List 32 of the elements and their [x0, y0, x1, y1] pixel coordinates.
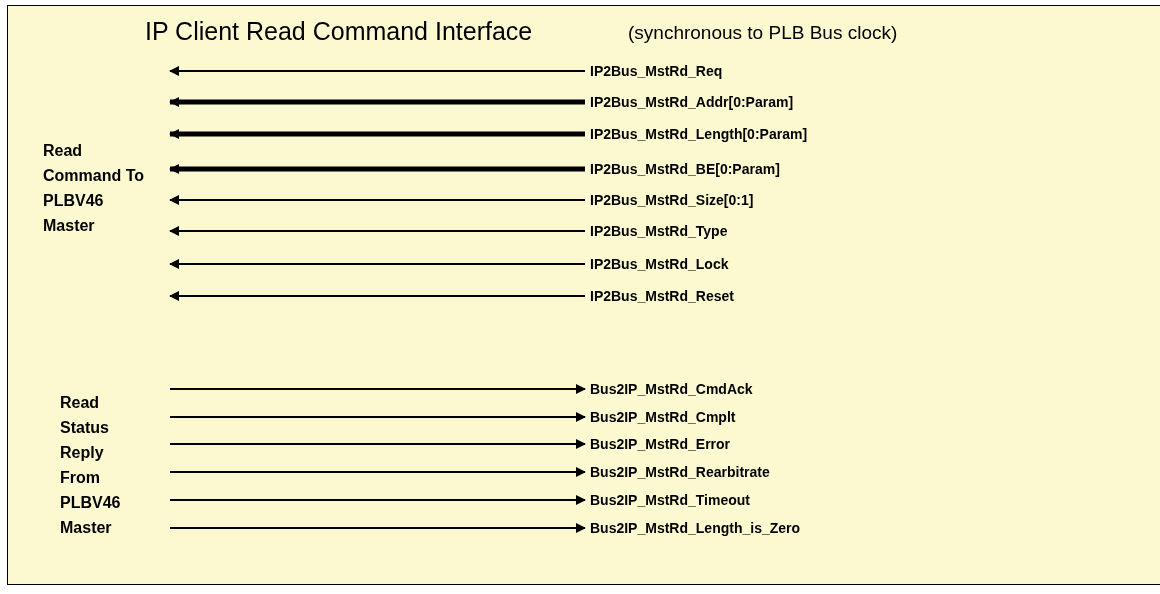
signal-arrow — [169, 495, 586, 505]
signal-arrow — [169, 259, 586, 269]
signal-arrow — [169, 412, 586, 422]
signal-arrow — [169, 523, 586, 533]
signal-name: IP2Bus_MstRd_BE[0:Param] — [590, 160, 780, 178]
signal-name: Bus2IP_MstRd_Length_is_Zero — [590, 519, 801, 537]
signal-arrow — [169, 226, 586, 236]
signal-name: Bus2IP_MstRd_Error — [590, 435, 731, 453]
signal-name: IP2Bus_MstRd_Type — [590, 222, 728, 240]
signal-name: IP2Bus_MstRd_Req — [590, 62, 723, 80]
subtitle-note: (synchronous to PLB Bus clock) — [628, 21, 898, 45]
signal-arrow — [169, 467, 586, 477]
signal-name: Bus2IP_MstRd_Timeout — [590, 491, 750, 509]
signal-name: Bus2IP_MstRd_Rearbitrate — [590, 463, 770, 481]
diagram-title: IP Client Read Command Interface — [145, 16, 533, 46]
group-label: Read Status Reply From PLBV46 Master — [60, 393, 122, 538]
signal-name: Bus2IP_MstRd_Cmplt — [590, 408, 736, 426]
signal-name: IP2Bus_MstRd_Addr[0:Param] — [590, 93, 794, 111]
group-label: Read Command To PLBV46 Master — [43, 141, 146, 236]
signal-name: Bus2IP_MstRd_CmdAck — [590, 380, 753, 398]
signal-arrow — [169, 384, 586, 394]
signal-arrow — [169, 439, 586, 449]
signal-name: IP2Bus_MstRd_Size[0:1] — [590, 191, 754, 209]
signal-arrow — [169, 291, 586, 301]
signal-name: IP2Bus_MstRd_Length[0:Param] — [590, 125, 808, 143]
signal-name: IP2Bus_MstRd_Reset — [590, 287, 734, 305]
signal-arrow — [169, 97, 585, 107]
signal-arrow — [169, 164, 585, 174]
signal-arrow — [169, 129, 585, 139]
signal-arrow — [169, 195, 586, 205]
signal-name: IP2Bus_MstRd_Lock — [590, 255, 729, 273]
signal-arrow — [169, 66, 586, 76]
